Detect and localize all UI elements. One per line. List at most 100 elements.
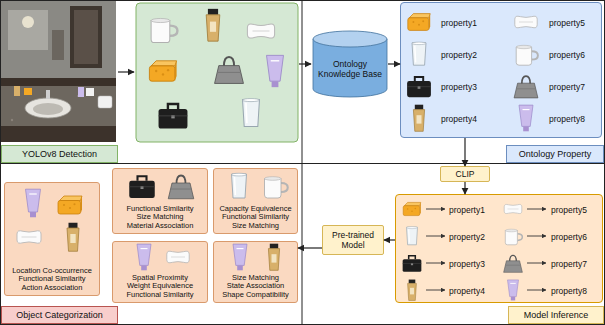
relation-text: Weight Equivalence: [127, 282, 193, 291]
connector-arrow: [298, 247, 322, 248]
database-cylinder: Ontology Knowledge Base: [312, 30, 388, 98]
connector-arrow: [464, 182, 465, 194]
section-label: Object Categorization: [1, 306, 118, 324]
property-text: property4: [449, 286, 485, 296]
briefcase-icon: [403, 256, 422, 272]
property-panel: property1 property5 property2 property6 prop…: [400, 2, 602, 138]
pad-icon: [515, 16, 537, 28]
relation-text: Capacity Equivalence: [219, 205, 291, 214]
connector-arrow: [388, 63, 400, 64]
relation-text: Material Association: [127, 222, 194, 231]
category-box: Size MatchingState AssociationShape Comp…: [213, 241, 298, 303]
handbag-icon: [514, 76, 538, 98]
tube-icon: [413, 105, 424, 132]
tube-icon: [206, 9, 220, 41]
section-label: Model Inference: [508, 306, 604, 324]
relation-text: Size Matching: [232, 274, 279, 283]
relation-text: Functional Similarity: [126, 205, 193, 214]
detection-panel: [136, 3, 298, 142]
category-box: Capacity EquivalenceFunctional Similarit…: [213, 168, 298, 234]
property-text: property2: [449, 232, 485, 242]
tube-icon: [408, 280, 417, 301]
sponge-icon: [403, 202, 421, 215]
cup-icon: [407, 227, 418, 245]
bathroom-photo: [1, 1, 116, 142]
relation-text: State Association: [227, 282, 285, 291]
model-box: Pre-trained Model: [322, 225, 384, 255]
inference-arrows: [426, 209, 546, 290]
property-text: property4: [441, 114, 477, 124]
model-text: Pre-trained Model: [327, 230, 379, 250]
property-text: property1: [441, 18, 477, 28]
tube-icon: [233, 244, 247, 270]
briefcase-icon: [159, 104, 188, 129]
mug-icon: [505, 229, 522, 245]
relation-text: Size Matching: [136, 213, 183, 222]
relation-text: Functional Similarity: [222, 213, 289, 222]
property-text: property6: [551, 232, 587, 242]
relation-text: Spatial Proximity: [132, 274, 188, 283]
tube-icon: [137, 244, 151, 270]
relation-text: Location Co-occurrence: [12, 267, 92, 276]
section-label-text: YOLOv8 Detection: [22, 149, 97, 159]
sponge-icon: [408, 14, 430, 31]
connector-arrow: [384, 239, 395, 240]
property-text: property7: [551, 259, 587, 269]
tube-icon: [26, 189, 41, 217]
database-text: Ontology Knowledge Base: [318, 59, 382, 79]
model-box: CLIP: [440, 166, 490, 182]
briefcase-icon: [129, 176, 155, 198]
property-text: property3: [441, 82, 477, 92]
sponge-icon: [58, 196, 82, 214]
handbag-icon: [504, 255, 523, 272]
tube-icon: [268, 244, 279, 271]
property-text: property1: [449, 205, 485, 215]
relation-text: Shape Compatibility: [222, 291, 289, 300]
category-box: Functional SimilaritySize MatchingMateri…: [112, 168, 208, 234]
relation-text: Action Association: [22, 284, 83, 293]
tube-icon: [67, 223, 79, 252]
mug-icon: [265, 177, 288, 198]
property-text: property6: [549, 50, 585, 60]
tube-icon: [508, 280, 519, 301]
property-text: property5: [549, 18, 585, 28]
flow-arrow: [118, 71, 134, 72]
cup-icon: [243, 99, 260, 127]
pad-icon: [247, 24, 274, 38]
sponge-icon: [149, 61, 176, 81]
category-box: Location Co-occurrenceFunctional Similar…: [4, 182, 100, 296]
property-text: property8: [551, 286, 587, 296]
quadrant-divider: [0, 163, 605, 164]
section-label-text: Object Categorization: [16, 310, 103, 320]
section-label: Ontology Property: [506, 145, 604, 163]
property-text: property2: [441, 50, 477, 60]
briefcase-icon: [407, 77, 431, 97]
property-text: property5: [551, 205, 587, 215]
property-text: property8: [549, 114, 585, 124]
pad-icon: [504, 204, 522, 213]
category-box: Spatial ProximityWeight EquivalenceFunct…: [112, 241, 208, 303]
mug-icon: [516, 45, 538, 65]
connector-arrow: [464, 138, 465, 166]
section-label-text: Model Inference: [524, 310, 589, 320]
section-label: YOLOv8 Detection: [1, 145, 118, 163]
property-text: property3: [449, 259, 485, 269]
pad-icon: [167, 251, 189, 263]
cup-icon: [412, 42, 426, 65]
property-text: property7: [549, 82, 585, 92]
relation-text: Functional Similarity: [126, 291, 193, 300]
cylinder-top: [313, 31, 387, 47]
section-label-text: Ontology Property: [519, 149, 592, 159]
handbag-icon: [215, 57, 244, 83]
mug-icon: [151, 18, 177, 42]
quadrant-divider: [302, 0, 303, 325]
relation-text: Size Matching: [232, 222, 279, 231]
tube-icon: [519, 105, 533, 131]
cup-icon: [232, 173, 247, 198]
inference-panel: property1 property5 property2 property6 prop…: [395, 194, 603, 303]
